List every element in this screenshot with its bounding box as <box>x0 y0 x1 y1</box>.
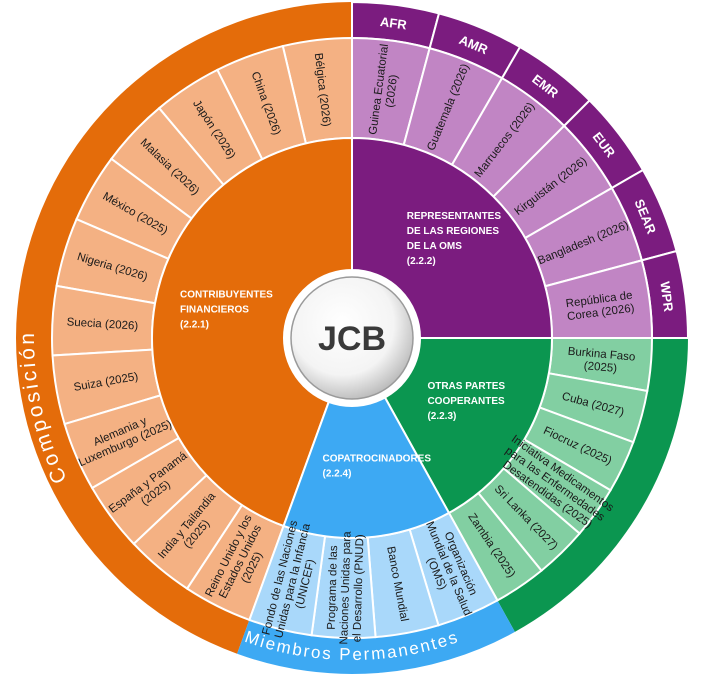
group-label-line: REPRESENTANTES <box>407 211 502 222</box>
group-label-line: (2.2.2) <box>407 256 436 267</box>
member-label-line: Burkina Faso <box>567 346 636 364</box>
group-label-contribuyentes: CONTRIBUYENTES FINANCIEROS (2.2.1) <box>180 290 273 331</box>
member-label-line: el Desarrollo (PNUD) <box>351 534 366 642</box>
region-label: WPR <box>657 281 676 314</box>
hub-label: JCB <box>318 320 386 358</box>
group-label-line: (2.2.1) <box>180 320 209 331</box>
region-label: AFR <box>379 14 408 32</box>
group-label-line: OTRAS PARTES <box>427 381 505 392</box>
group-label-line: COOPERANTES <box>427 396 505 407</box>
group-label-line: DE LAS REGIONES <box>407 226 500 237</box>
hub-circle <box>290 276 414 400</box>
composition-band <box>16 2 353 654</box>
group-label-line: COPATROCINADORES <box>323 454 432 465</box>
group-label-copatrocinadores: COPATROCINADORES (2.2.4) <box>323 454 432 480</box>
member-label-line: Programa de las <box>326 545 340 630</box>
member-ring <box>51 36 654 639</box>
group-label-line: FINANCIEROS <box>180 305 249 316</box>
group-label-representantes: REPRESENTANTES DE LAS REGIONES DE LA OMS (2… <box>407 211 502 267</box>
group-label-line: DE LA OMS <box>407 241 463 252</box>
hub: JCB <box>284 270 420 406</box>
group-label-line: (2.2.4) <box>323 469 352 480</box>
group-sectors <box>150 136 554 539</box>
group-label-otras: OTRAS PARTES COOPERANTES (2.2.3) <box>427 381 505 422</box>
member-label-line: Suecia (2026) <box>66 316 138 332</box>
group-label-line: CONTRIBUYENTES <box>180 290 273 301</box>
member-contribuyentes-6: Suecia (2026) <box>66 316 138 332</box>
member-otras-0: Burkina Faso(2025) <box>567 346 636 375</box>
member-label-line: Naciones Unidas para <box>338 531 353 645</box>
member-label-line: (2026) <box>384 74 400 109</box>
cooperating-band <box>497 338 688 632</box>
group-label-line: (2.2.3) <box>427 411 456 422</box>
member-label-line: (2025) <box>583 360 617 375</box>
